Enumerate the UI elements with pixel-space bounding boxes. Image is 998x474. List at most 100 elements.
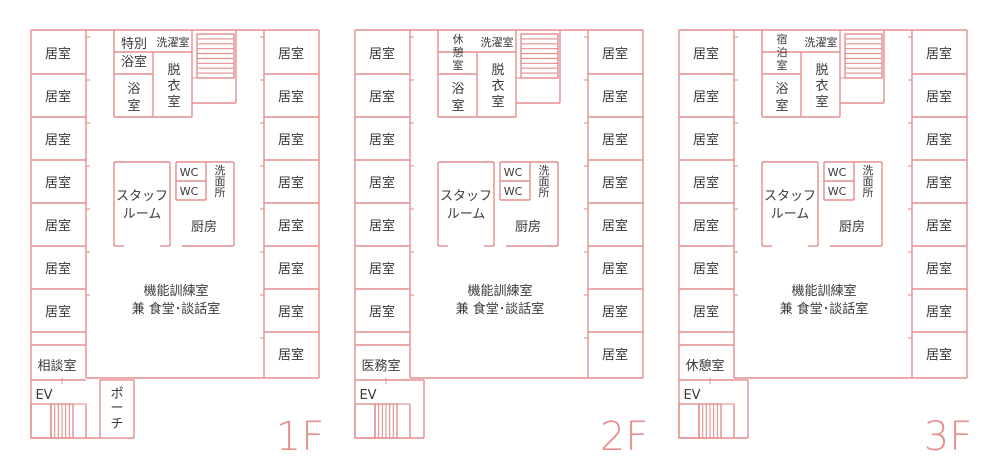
dressing-room-char-1: 脱 — [815, 63, 828, 78]
room-label: 居室 — [693, 175, 719, 191]
corner-room-label: 休憩室 — [685, 358, 724, 374]
dressing-room-char-2: 衣 — [167, 78, 180, 94]
wc-label-lower: WC — [828, 185, 847, 198]
dressing-room-char-3: 室 — [167, 94, 180, 110]
room-label: 居室 — [693, 89, 719, 105]
porch-char-3: チ — [110, 417, 123, 432]
floor-label: 3F — [924, 414, 972, 460]
washroom-char-1: 洗 — [539, 164, 550, 177]
main-hall-label-1: 機能訓練室 — [791, 283, 856, 299]
main-hall-label-1: 機能訓練室 — [467, 283, 532, 299]
room-label: 居室 — [278, 304, 304, 320]
room-label: 居室 — [369, 304, 395, 320]
elevator-label: EV — [359, 388, 376, 403]
bath-label-1: 浴 — [127, 82, 140, 97]
room-label: 居室 — [693, 304, 719, 320]
main-hall-label-2: 兼 食堂･談話室 — [780, 301, 869, 317]
washroom-char-3: 所 — [539, 186, 550, 199]
kitchen-label: 厨房 — [839, 219, 865, 235]
room-label: 居室 — [602, 261, 628, 277]
room-label: 居室 — [45, 89, 71, 105]
floor-plan-3f: 居室居室居室居室居室居室居室休憩室EV居室居室居室居室居室居室居室居室洗濯室脱衣… — [678, 29, 972, 460]
elevator-shaft — [678, 403, 700, 439]
room-label: 居室 — [278, 89, 304, 105]
washroom-char-2: 面 — [863, 175, 874, 188]
laundry-room-label: 洗濯室 — [805, 35, 838, 49]
kitchen-label: 厨房 — [515, 219, 541, 235]
washroom-char-3: 所 — [863, 186, 874, 199]
room-label: 居室 — [278, 132, 304, 148]
washroom-char-2: 面 — [215, 175, 226, 188]
room-label: 居室 — [278, 261, 304, 277]
room-label: 居室 — [369, 46, 395, 62]
staff-room-label-1: スタッフ — [764, 189, 816, 204]
staff-room-label-2: ルーム — [771, 207, 810, 222]
room-label: 居室 — [45, 132, 71, 148]
room-label: 居室 — [926, 261, 952, 277]
staff-room-label-2: ルーム — [123, 207, 162, 222]
elevator-label: EV — [35, 388, 52, 403]
wc-label-lower: WC — [180, 185, 199, 198]
room-label: 居室 — [278, 347, 304, 363]
dressing-room-char-3: 室 — [491, 94, 504, 110]
room-label: 居室 — [693, 132, 719, 148]
room-label: 居室 — [602, 304, 628, 320]
washroom-char-1: 洗 — [863, 164, 874, 177]
room-label: 居室 — [602, 218, 628, 234]
corner-room-label: 医務室 — [361, 358, 400, 374]
wc-label-upper: WC — [828, 166, 847, 179]
bath-label-2: 室 — [451, 98, 464, 114]
room-label: 居室 — [369, 132, 395, 148]
bath-label-1: 浴 — [775, 82, 788, 97]
bath-label-2: 室 — [775, 98, 788, 114]
room-label: 居室 — [45, 304, 71, 320]
kitchen-label: 厨房 — [191, 219, 217, 235]
staff-room-label-2: ルーム — [447, 207, 486, 222]
room-label: 居室 — [926, 132, 952, 148]
room-label: 居室 — [602, 347, 628, 363]
washroom-char-1: 洗 — [215, 164, 226, 177]
bath-label-1: 浴 — [451, 82, 464, 97]
staff-room-label-1: スタッフ — [116, 189, 168, 204]
laundry-room-label: 洗濯室 — [481, 35, 514, 49]
side-room-char-1: 宿 — [777, 32, 788, 46]
room-label: 居室 — [45, 261, 71, 277]
corner-room-label: 相談室 — [37, 358, 76, 374]
elevator-shaft — [30, 403, 52, 439]
porch — [99, 379, 135, 439]
room-label: 居室 — [602, 175, 628, 191]
main-hall-label-2: 兼 食堂･談話室 — [456, 301, 545, 317]
staff-room-label-1: スタッフ — [440, 189, 492, 204]
room-label: 居室 — [369, 218, 395, 234]
room-label: 居室 — [693, 261, 719, 277]
dressing-room-char-1: 脱 — [167, 63, 180, 78]
porch-char-1: ポ — [110, 387, 123, 402]
room-label: 居室 — [369, 89, 395, 105]
room-label: 居室 — [45, 175, 71, 191]
room-label: 居室 — [278, 46, 304, 62]
main-hall-label-1: 機能訓練室 — [143, 283, 208, 299]
dressing-room-char-3: 室 — [815, 94, 828, 110]
side-room-char-2: 憩 — [453, 45, 464, 59]
side-room-char-3: 室 — [777, 58, 788, 72]
room-label: 居室 — [278, 175, 304, 191]
main-hall-label-2: 兼 食堂･談話室 — [132, 301, 221, 317]
room-label: 居室 — [926, 175, 952, 191]
wc-label-upper: WC — [180, 166, 199, 179]
stairs — [196, 33, 235, 79]
special-bath-label-1: 特別 — [121, 37, 147, 52]
room-label: 居室 — [602, 89, 628, 105]
room-label: 居室 — [45, 218, 71, 234]
side-room-char-1: 休 — [453, 33, 464, 46]
room-label: 居室 — [926, 46, 952, 62]
room-label: 居室 — [278, 218, 304, 234]
washroom-char-3: 所 — [215, 186, 226, 199]
laundry-room-label: 洗濯室 — [157, 35, 190, 49]
bath-label-2: 室 — [127, 98, 140, 114]
floor-label: 1F — [276, 414, 324, 460]
wc-label-upper: WC — [504, 166, 523, 179]
room-label: 居室 — [602, 46, 628, 62]
dressing-room-char-1: 脱 — [491, 63, 504, 78]
room-label: 居室 — [926, 347, 952, 363]
